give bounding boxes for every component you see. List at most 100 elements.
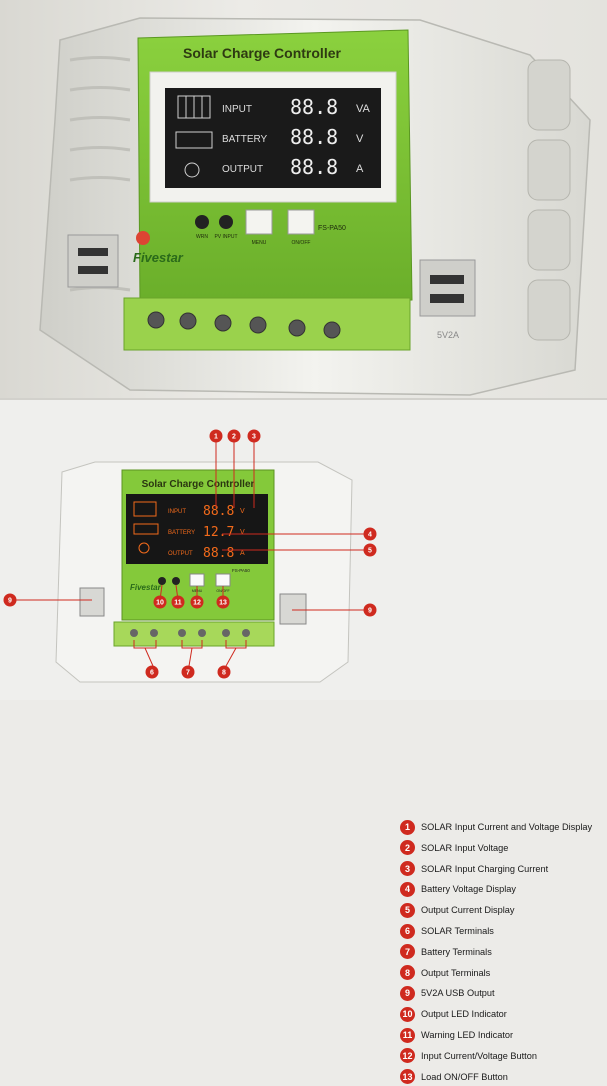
- marker-8: [217, 665, 231, 679]
- photo-lcd-value: 88.8: [290, 155, 338, 179]
- callout-text: SOLAR Input Voltage: [421, 842, 509, 853]
- callout-text: 5V2A USB Output: [421, 988, 495, 999]
- callout-item: 9 5V2A USB Output: [400, 984, 495, 1002]
- callout-number: 11: [400, 1027, 415, 1043]
- callout-text: Battery Voltage Display: [421, 884, 516, 895]
- marker-number: 2: [232, 434, 236, 441]
- diagram-lcd-unit: V: [240, 529, 245, 536]
- photo-lcd-unit: VA: [356, 103, 371, 115]
- callout-item: 3 SOLAR Input Charging Current: [400, 860, 548, 878]
- diagram-lcd-value: 12.7: [203, 525, 234, 540]
- marker-number: 1: [214, 434, 218, 441]
- diagram-led-output: [158, 577, 166, 585]
- on-off-label: ON/OFF: [292, 240, 311, 246]
- photo-lcd-unit: V: [356, 133, 364, 145]
- on-off-button[interactable]: [287, 209, 315, 235]
- callout-number: 3: [400, 861, 415, 877]
- marker-number: 13: [219, 600, 227, 607]
- diagram-onoff-button[interactable]: [215, 573, 231, 587]
- marker-number: 12: [193, 600, 201, 607]
- photo-lcd-label: OUTPUT: [222, 164, 263, 175]
- warning-led: [195, 215, 209, 229]
- callout-text: Output LED Indicator: [421, 1009, 507, 1020]
- lcd-screen: [165, 88, 381, 188]
- marker-5: [363, 543, 377, 557]
- diagram-menu-button[interactable]: [189, 573, 205, 587]
- callout-item: 10 Output LED Indicator: [400, 1005, 507, 1023]
- diagram-title: Solar Charge Controller: [142, 479, 255, 490]
- callout-item: 4 Battery Voltage Display: [400, 880, 516, 898]
- marker-14: [216, 595, 230, 609]
- photo-lcd-label: BATTERY: [222, 134, 268, 145]
- callout-text: SOLAR Input Current and Voltage Display: [421, 822, 593, 832]
- callout-number: 6: [400, 923, 415, 939]
- marker-number: 8: [222, 670, 226, 677]
- marker-number: 5: [368, 548, 372, 555]
- callout-number: 9: [400, 985, 415, 1001]
- marker-2: [227, 429, 241, 443]
- marker-number: 10: [156, 600, 164, 607]
- marker-number: 6: [150, 670, 154, 677]
- marker-number: 9: [368, 608, 372, 615]
- diagram-lcd-value: 88.8: [203, 546, 234, 561]
- diagram-lcd-label: OUTPUT: [168, 551, 193, 557]
- photo-lcd-label: INPUT: [222, 104, 252, 115]
- callout-text: Output Terminals: [421, 967, 491, 978]
- marker-12: [171, 595, 185, 609]
- diagram-lcd-unit: A: [240, 550, 245, 557]
- menu-button[interactable]: [245, 209, 273, 235]
- callout-number: 10: [400, 1006, 415, 1022]
- battery-icon: [175, 131, 213, 149]
- callout-number: 13: [400, 1069, 415, 1085]
- marker-13: [190, 595, 204, 609]
- marker-10: [363, 603, 377, 617]
- callout-item: 6 SOLAR Terminals: [400, 922, 494, 940]
- marker-11: [153, 595, 167, 609]
- brand-name: Fivestar: [133, 250, 184, 265]
- callout-number: 1: [400, 819, 415, 835]
- photo-lcd-value: 88.8: [290, 95, 338, 119]
- marker-number: 3: [252, 434, 256, 441]
- right-vents: [527, 59, 571, 341]
- callout-text: Input Current/Voltage Button: [421, 1050, 537, 1061]
- diagram-solar-icon: [133, 501, 157, 517]
- model-label: FS-PA50: [318, 225, 346, 232]
- diagram-lcd-unit: V: [240, 508, 245, 515]
- diagram-screws: [130, 629, 250, 637]
- callout-text: Output Current Display: [421, 905, 515, 916]
- diagram-lcd-value: 88.8: [203, 504, 234, 519]
- marker-number: 9: [8, 598, 12, 605]
- callout-number: 4: [400, 881, 415, 897]
- diagram-usb-right: [279, 593, 307, 625]
- bulb-icon: [184, 162, 200, 178]
- diagram-brand: Fivestar: [130, 583, 162, 592]
- marker-number: 7: [186, 670, 190, 677]
- pv-input-led: [219, 215, 233, 229]
- callout-number: 8: [400, 965, 415, 981]
- callout-text: SOLAR Input Charging Current: [421, 863, 549, 874]
- usb-port-right: [419, 259, 476, 317]
- marker-7: [181, 665, 195, 679]
- marker-9: [3, 593, 17, 607]
- usb-port-left: [67, 234, 119, 288]
- marker-1: [209, 429, 223, 443]
- diagram-lcd-label: BATTERY: [168, 530, 195, 536]
- led-label-wrn: WRN: [196, 234, 208, 240]
- callout-text: SOLAR Terminals: [421, 926, 494, 936]
- photo-lcd-unit: A: [356, 163, 364, 175]
- marker-6: [145, 665, 159, 679]
- callout-item: 1 SOLAR Input Current and Voltage Display: [400, 818, 592, 836]
- brand-logo-icon: [136, 231, 150, 245]
- diagram-lcd-label: INPUT: [168, 509, 186, 515]
- usb-rating-label: 5V2A: [437, 330, 459, 340]
- callout-number: 7: [400, 944, 415, 960]
